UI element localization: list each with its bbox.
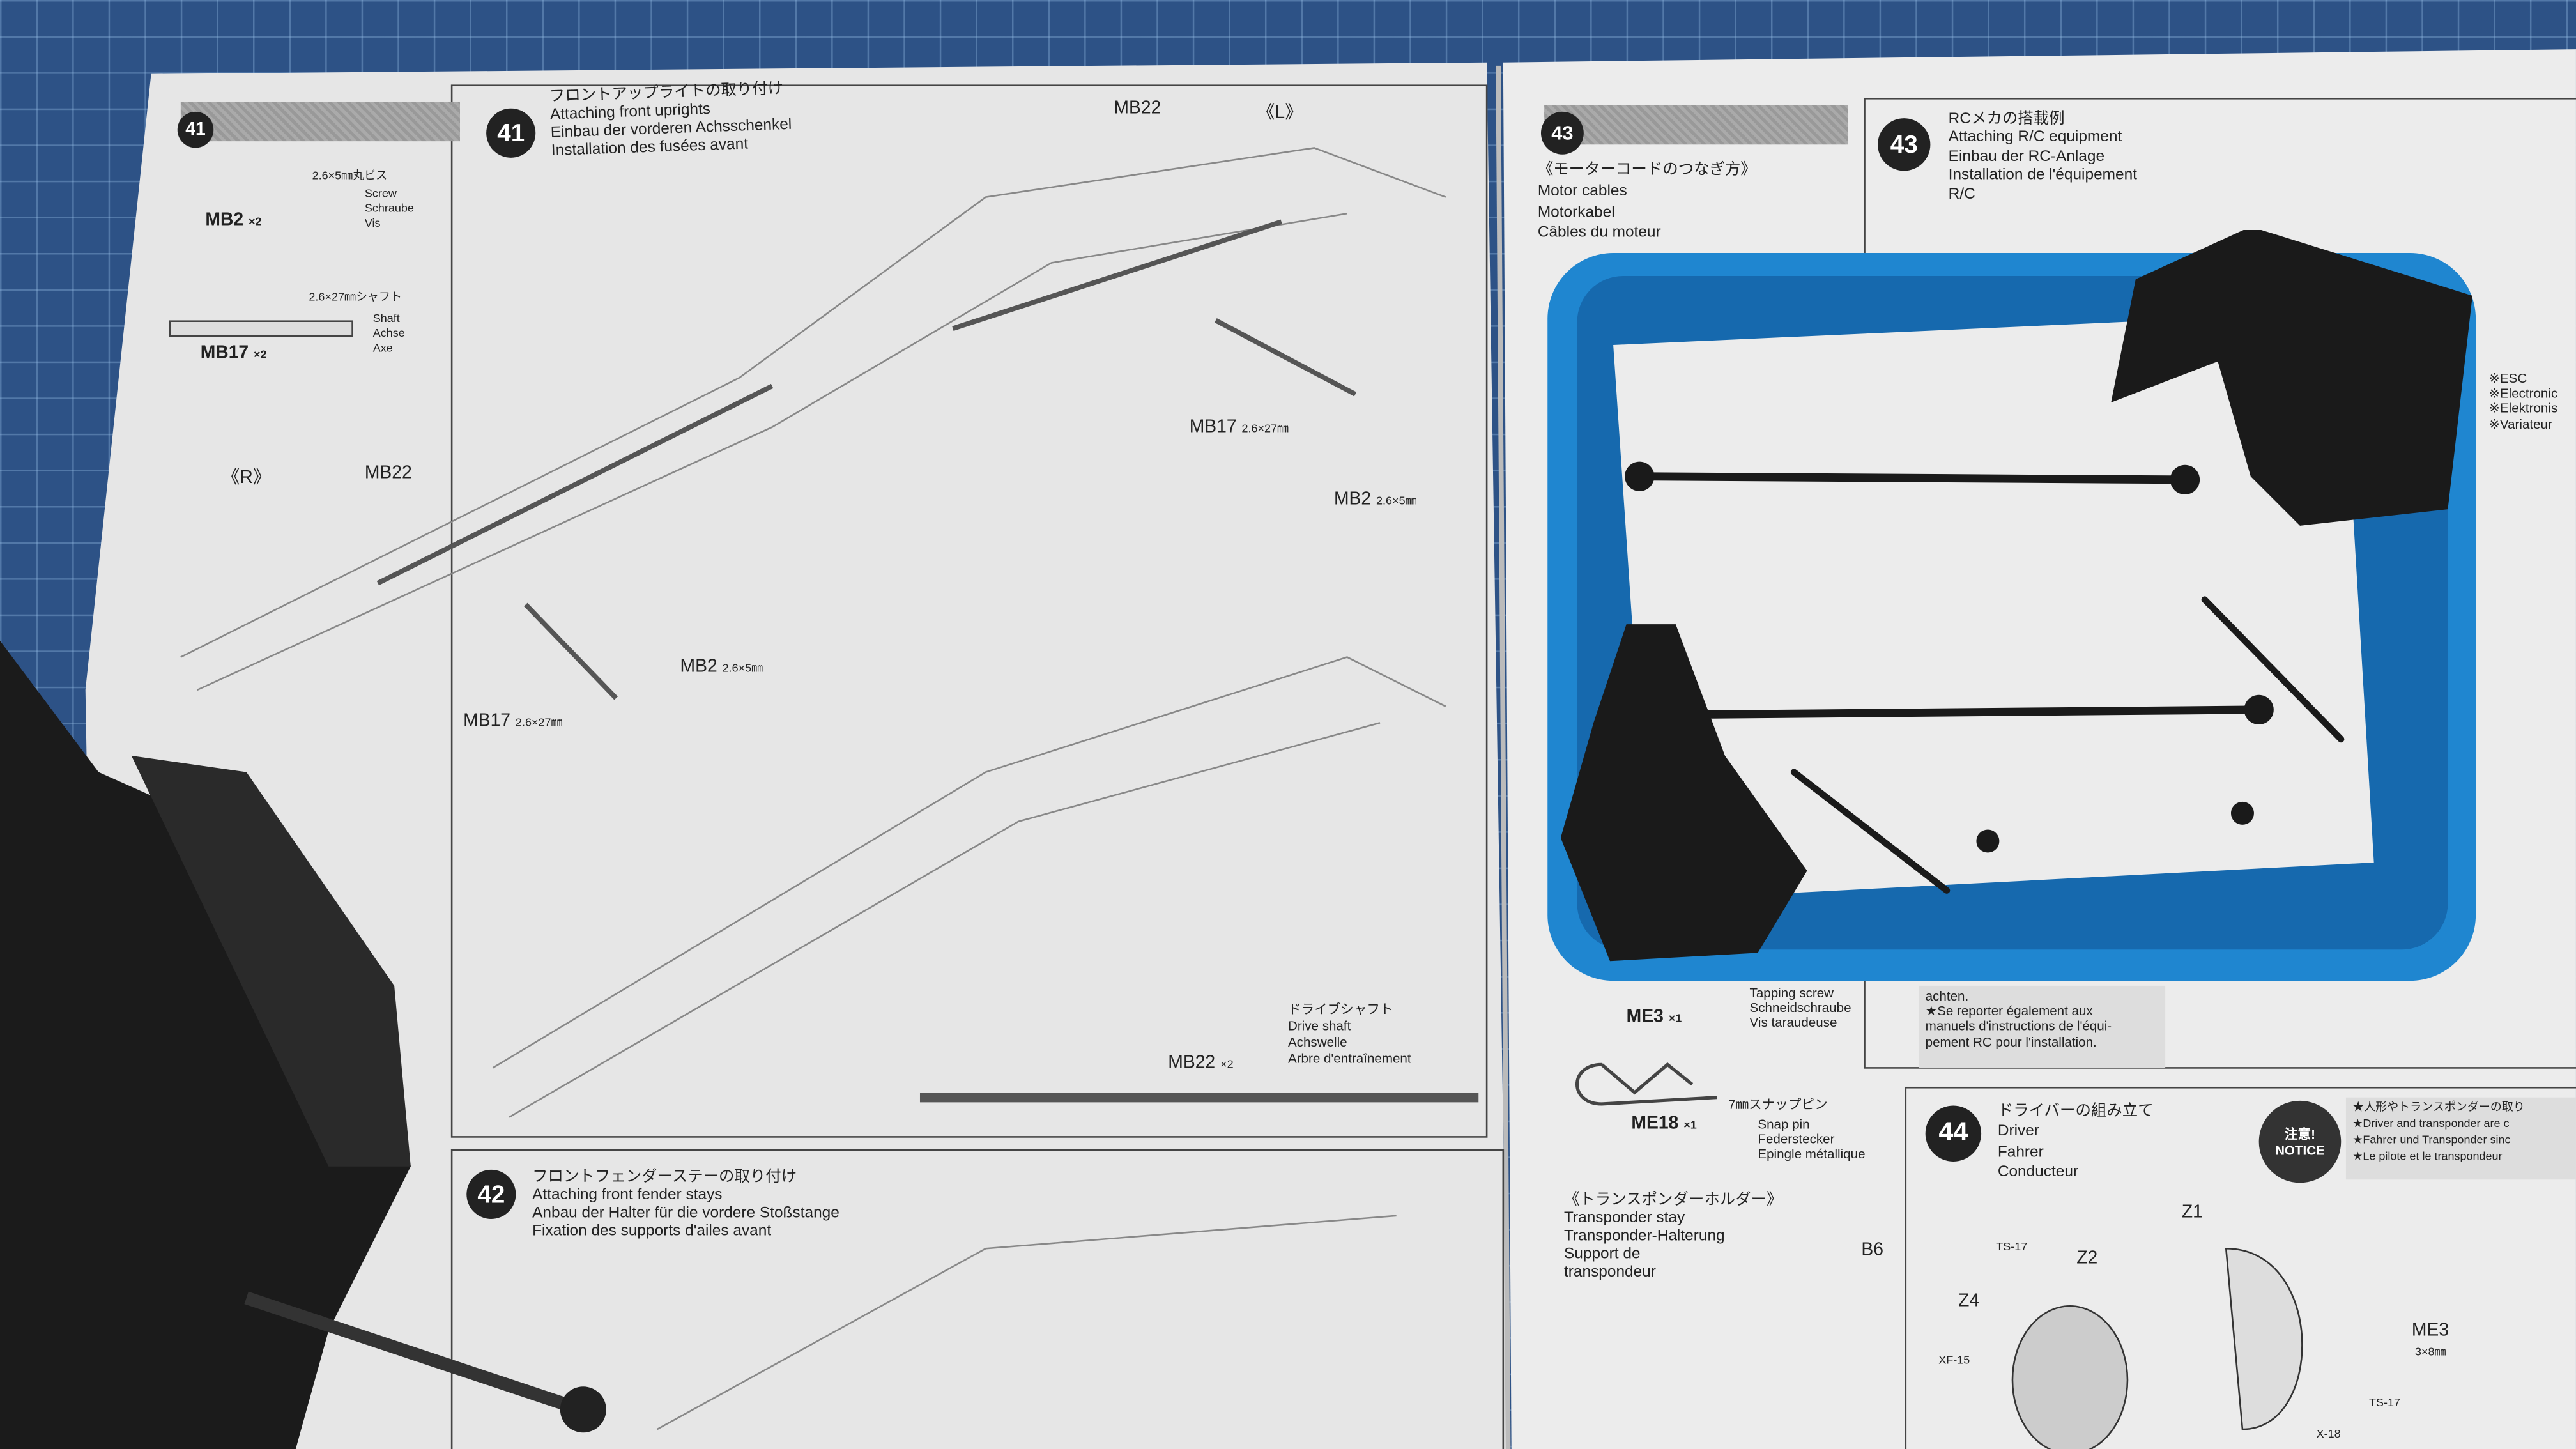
part-xf15: XF-15 [1938, 1355, 1970, 1367]
callout: 《R》 [222, 468, 272, 488]
shaft-drawing [169, 320, 353, 337]
callout: MB2 2.6×5㎜ [1333, 489, 1417, 510]
esc-notes: ※ESC※Electronic※Elektronis※Variateur [2488, 371, 2558, 432]
driveshaft-label: MB22 ×2 [1168, 1053, 1234, 1073]
notice-lines: ★人形やトランスポンダーの取り★Driver and transponder a… [2352, 1102, 2525, 1164]
part-spec: 2.6×27㎜シャフト [309, 292, 402, 304]
note-box [1919, 985, 2166, 1068]
step-header-bar [180, 102, 460, 142]
part-me3-spec: 3×8㎜ [2414, 1347, 2446, 1359]
part-label: MB17 ×2 [200, 343, 267, 364]
part-label: MB2 ×2 [205, 210, 262, 230]
step-number-badge: 41 [486, 108, 536, 158]
step-number-badge: 43 [1878, 118, 1931, 171]
callout: 《L》 [1257, 103, 1303, 123]
snap-pin-drawing [1575, 1062, 1717, 1106]
callout: MB22 [364, 463, 412, 483]
part-spec: 2.6×5㎜丸ビス [312, 171, 388, 183]
driver-drawing [2011, 1247, 2303, 1449]
callout: MB22 [1114, 98, 1162, 119]
callout: MB2 2.6×5㎜ [680, 657, 763, 677]
part-z1: Z1 [2181, 1202, 2203, 1223]
part-b6: B6 [1861, 1240, 1884, 1261]
callout: MB17 2.6×27㎜ [463, 711, 563, 732]
part-ts17: TS-17 [1996, 1241, 2028, 1254]
chassis-parts [0, 640, 606, 1449]
part-ts17: TS-17 [2368, 1398, 2400, 1410]
part-z4: Z4 [1958, 1291, 1980, 1311]
step-header-bar [1544, 105, 1848, 145]
notice-badge: 注意!NOTICE [2258, 1100, 2342, 1183]
part-me3: ME3 [2411, 1321, 2449, 1341]
me3-label: ME3 ×1 [1626, 1007, 1682, 1027]
part-x18: X-18 [2316, 1429, 2341, 1441]
step-number-badge: 43 [1540, 111, 1584, 155]
step-number-badge: 41 [177, 111, 214, 148]
callout: MB17 2.6×27㎜ [1189, 417, 1289, 437]
step-number-badge: 44 [1925, 1105, 1982, 1162]
notice-box [2345, 1097, 2576, 1180]
me18-label: ME18 ×1 [1631, 1114, 1697, 1134]
part-z2: Z2 [2076, 1248, 2098, 1269]
parts-tray [1547, 229, 2476, 981]
me18-jp: 7㎜スナップピン [1728, 1097, 1828, 1112]
drive-shaft [1635, 472, 2345, 894]
step-number-badge: 42 [466, 1169, 516, 1219]
